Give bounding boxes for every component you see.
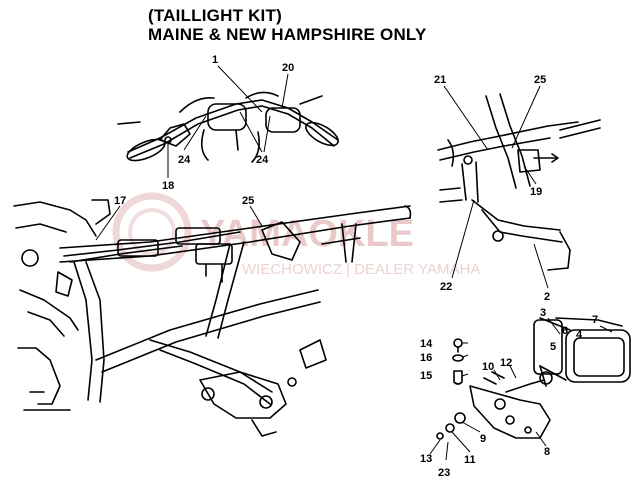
callout-3: 3 [540,307,546,319]
callout-21: 21 [434,74,446,86]
callout-18: 18 [162,180,174,192]
callout-4: 4 [576,329,583,341]
callout-numbers: 1 20 24 24 18 21 25 19 22 2 17 25 3 7 6 … [114,54,598,479]
leader-lines [95,65,613,461]
callout-12: 12 [500,357,512,369]
callout-7: 7 [592,314,598,326]
callout-17: 17 [114,195,126,207]
callout-16: 16 [420,352,432,364]
callout-5: 5 [550,341,556,353]
callout-11: 11 [464,454,476,466]
callout-24-right: 24 [256,154,269,166]
watermark-tagline: WIECHOWICZ | DEALER YAMAHA [242,261,480,278]
callout-22: 22 [440,281,452,293]
title-line-1: (TAILLIGHT KIT) [148,6,282,25]
callout-25-frame: 25 [242,195,254,207]
callout-2: 2 [544,291,550,303]
taillight-exploded-view [436,317,631,440]
callout-1: 1 [212,54,218,66]
watermark: YAMAOKLE WIECHOWICZ | DEALER YAMAHA [112,192,480,278]
tail-mount-detail [437,93,601,271]
handlebar-assembly [117,91,339,163]
callout-20: 20 [282,62,294,74]
callout-24-left: 24 [178,154,191,166]
callout-13: 13 [420,453,432,465]
callout-10: 10 [482,361,494,373]
title-line-2: MAINE & NEW HAMPSHIRE ONLY [148,25,427,44]
callout-23: 23 [438,467,450,479]
callout-19: 19 [530,186,542,198]
callout-25-top: 25 [534,74,546,86]
frame-harness [13,199,412,437]
callout-9: 9 [480,433,486,445]
callout-15: 15 [420,370,432,382]
callout-14: 14 [420,338,433,350]
callout-8: 8 [544,446,550,458]
callout-6: 6 [562,325,568,337]
